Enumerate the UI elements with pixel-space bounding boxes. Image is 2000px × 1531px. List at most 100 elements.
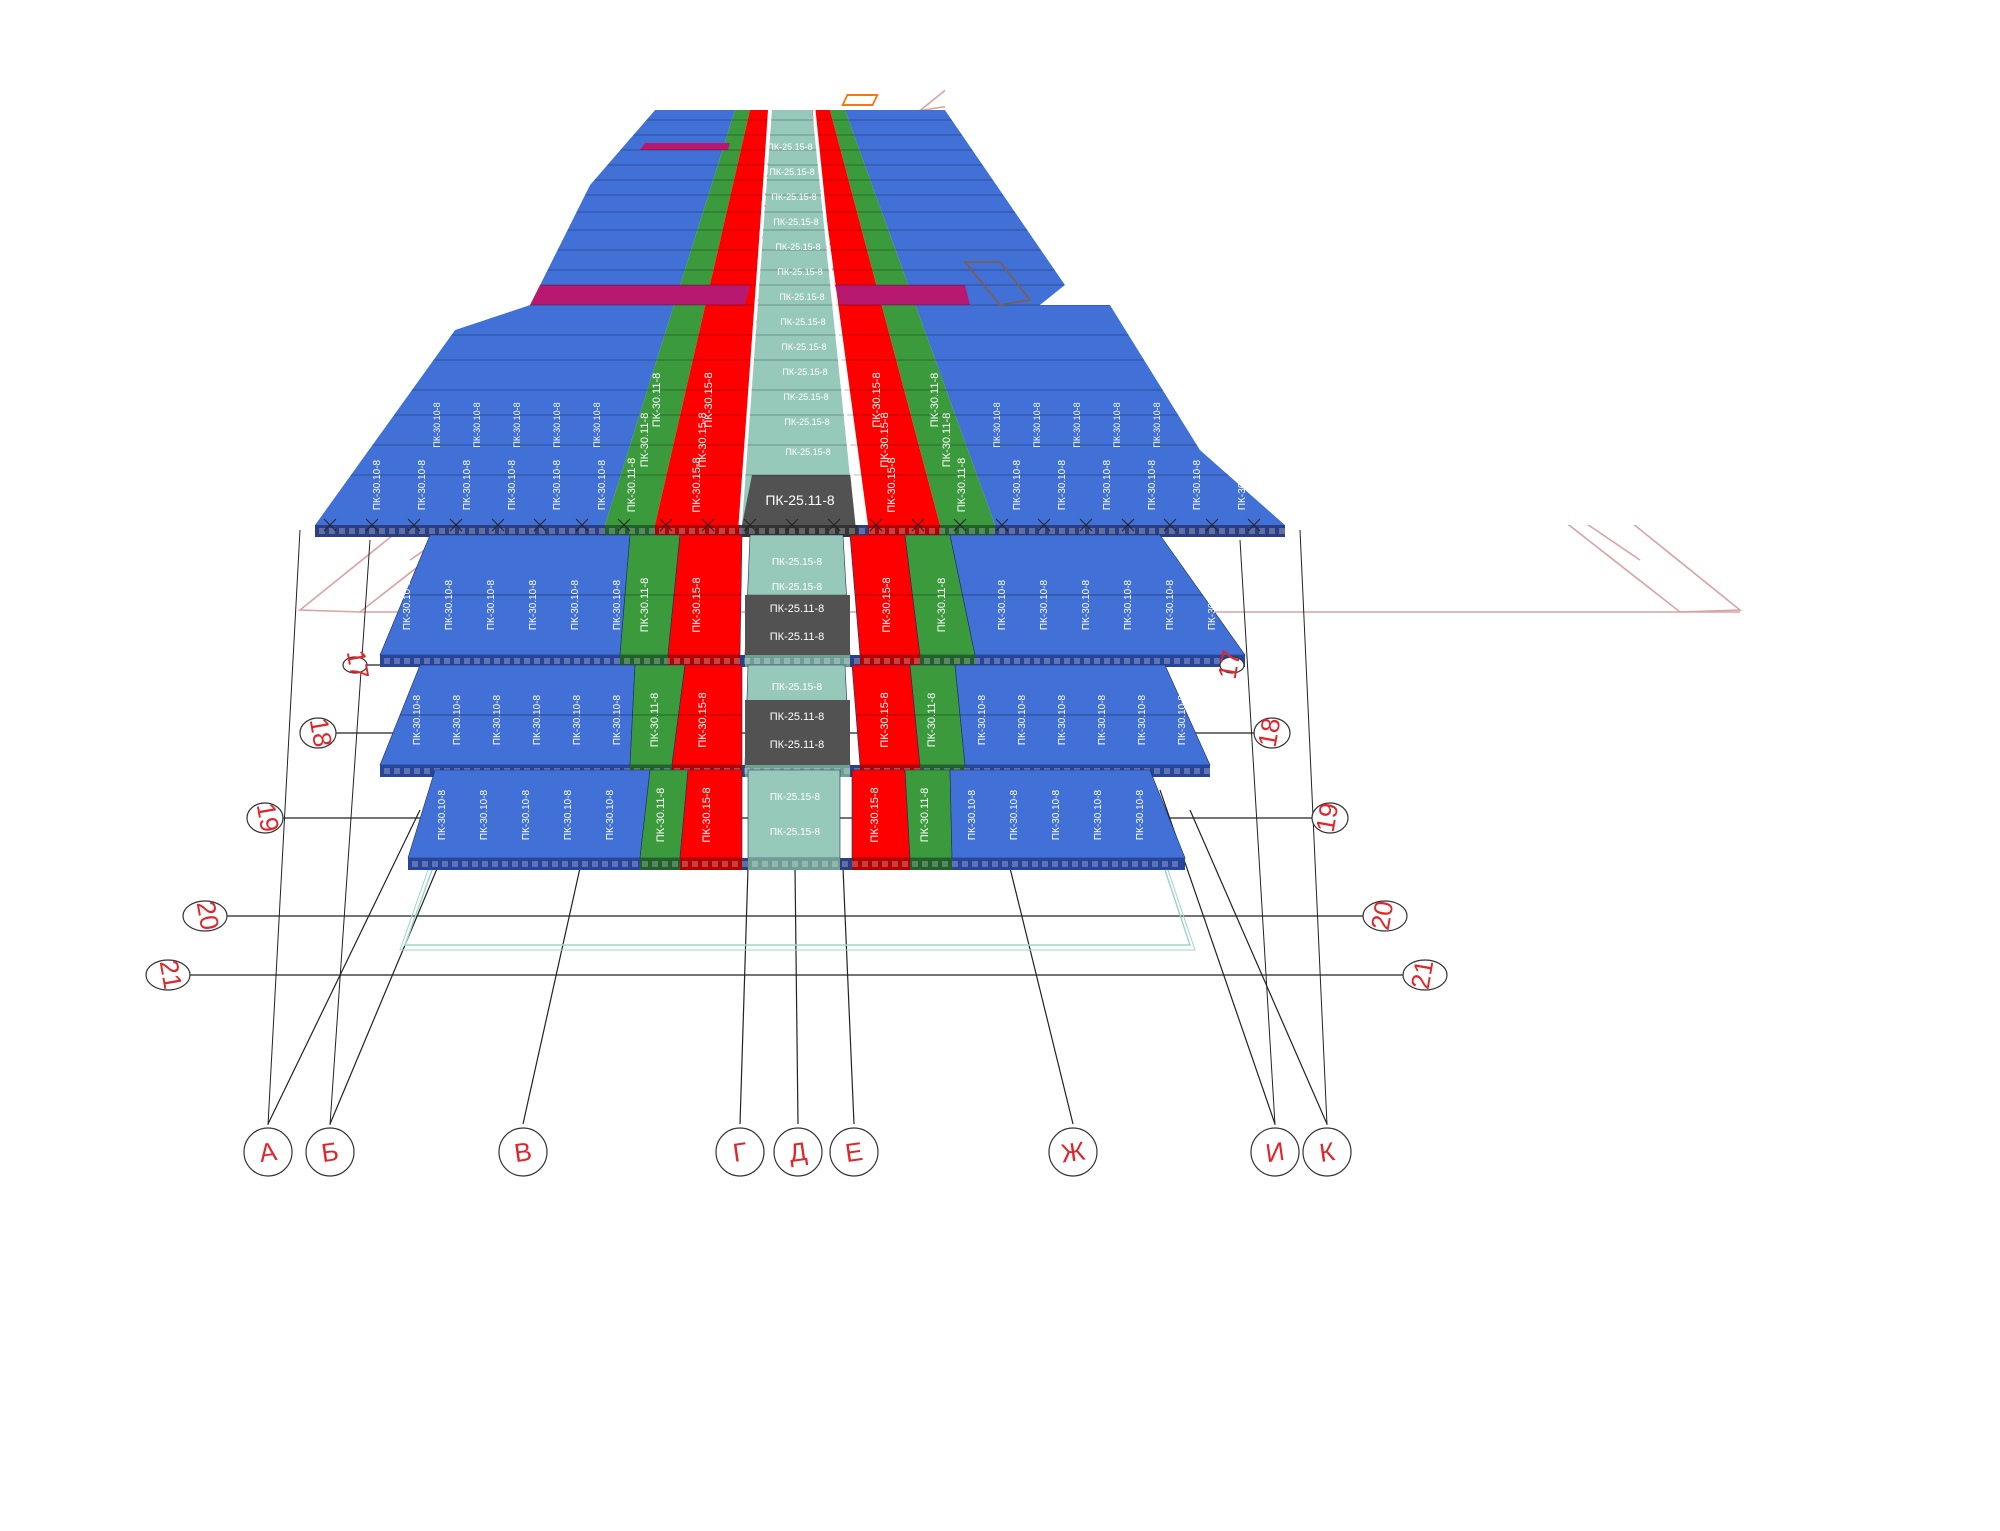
slab-label: ПК-30.10-8 [992,402,1002,447]
slab-core [492,861,498,867]
slab-core [1022,861,1028,867]
bubble-label: 19 [1310,801,1345,835]
slab-label: ПК-30.15-8 [871,372,883,427]
bubble-circle [1048,1127,1098,1177]
bubble-circle [305,1127,355,1177]
slab-core [1239,528,1245,534]
slab-core [632,861,638,867]
slab-core [629,528,635,534]
slab-label: ПК-30.10-8 [552,459,563,510]
bubble-circle [1219,656,1245,674]
slab-core [1062,861,1068,867]
slab-core [1074,658,1080,664]
slab-gap [812,109,859,526]
axis-bubble-letter: В [498,1127,548,1177]
slab-core [599,528,605,534]
slab-core [652,861,658,867]
slab-core [819,528,825,534]
slab-core [799,528,805,534]
slab-core [959,528,965,534]
slab-core [439,528,445,534]
slab-label: ПК-25.11-8 [770,711,824,723]
slab-core [854,658,860,664]
slab-core [742,861,748,867]
slab-label: ПК-25.15-8 [775,242,820,252]
slab-core [924,658,930,664]
slab-core [542,861,548,867]
slab-core [1194,768,1200,774]
slab-core [952,861,958,867]
brace-mark [995,518,1009,532]
slab-core [1204,768,1210,774]
slab-core [1199,528,1205,534]
slab-core [432,861,438,867]
slab-label: ПК-25.15-8 [767,142,812,152]
slab-label: ПК-30.10-8 [592,402,602,447]
slab-core [604,658,610,664]
axis-bubble-letter: Д [773,1127,823,1177]
slab-core [784,658,790,664]
slab-core [1159,528,1165,534]
slab-strip-red [851,769,911,859]
bubble-circle [1402,959,1448,991]
slab-core [562,861,568,867]
slab-core [602,861,608,867]
axis-line [1239,539,1276,1126]
slab-label: ПК-30.15-8 [701,787,713,842]
slab-label: ПК-30.10-8 [412,694,423,745]
slab-core [424,768,430,774]
slab-core [482,861,488,867]
axis-line [794,867,799,1125]
slab-core [509,528,515,534]
slab-core [692,861,698,867]
slab-label: ПК-30.10-8 [1039,579,1050,630]
slab-core [1269,528,1275,534]
slab-gap [738,109,772,526]
slab-edge-segment [975,655,1245,667]
slab-core [582,861,588,867]
slab-core [762,861,768,867]
slab-label: ПК-30.10-8 [1165,579,1176,630]
slab-core [1174,768,1180,774]
slab-core [979,528,985,534]
slab-core [874,658,880,664]
slab-core [919,528,925,534]
slab-core [704,658,710,664]
slab-core [399,528,405,534]
slab-core [672,861,678,867]
slab-strip-gray [745,700,850,765]
slab-core [729,528,735,534]
slab-core [712,861,718,867]
slab-core [479,528,485,534]
bubble-label: 20 [1365,899,1400,933]
slab-label: ПК-30.11-8 [956,458,968,512]
slab-label: ПК-30.10-8 [1137,694,1148,745]
slab-core [462,861,468,867]
slab-label: ПК-30.10-8 [479,789,490,840]
slab-core [759,528,765,534]
slab-core [829,528,835,534]
slab-core [539,528,545,534]
slab-core [732,861,738,867]
axis-bubble-number: 19 [1310,801,1349,835]
slab-label: ПК-30.10-8 [563,789,574,840]
slab-core [852,861,858,867]
slab-core [882,861,888,867]
slab-label: ПК-30.10-8 [1097,694,1108,745]
slab-core [609,528,615,534]
slab-core [1042,861,1048,867]
slab-core [444,658,450,664]
slab-core [1172,861,1178,867]
slab-core [594,658,600,664]
slab-core [739,528,745,534]
slab-core [774,658,780,664]
slab-core [889,528,895,534]
slab-core [1082,861,1088,867]
slab-core [744,658,750,664]
slab-core [1052,861,1058,867]
slab-core [1019,528,1025,534]
slab-core [982,861,988,867]
slab-label: ПК-25.15-8 [770,827,821,838]
brace-mark [617,518,631,532]
slab-strip-red [812,110,940,525]
